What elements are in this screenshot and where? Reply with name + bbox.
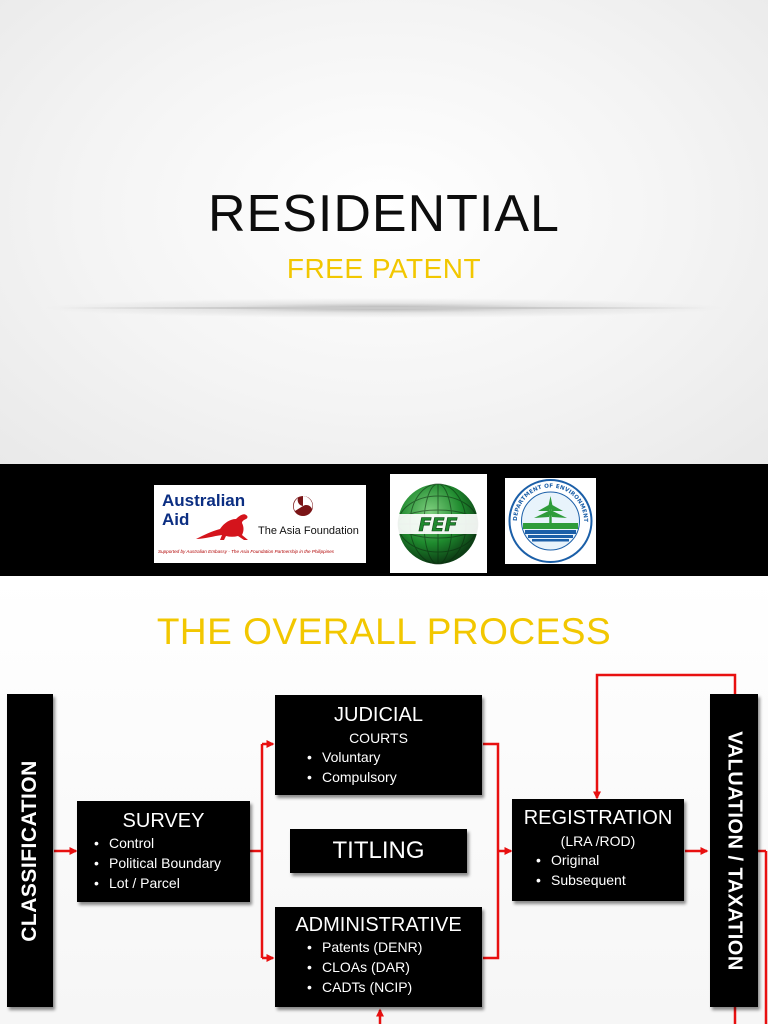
judicial-item: Voluntary [307, 747, 482, 767]
survey-box: SURVEY Control Political Boundary Lot / … [77, 801, 250, 902]
slide-title: RESIDENTIAL [208, 185, 560, 243]
administrative-item: CLOAs (DAR) [307, 957, 482, 977]
supported-by-line: Supported by Australian Embassy - The As… [158, 549, 335, 554]
slide-subtitle: FREE PATENT [286, 253, 482, 284]
asia-foundation-label: The Asia Foundation [258, 525, 359, 537]
connector-judicial-registration [483, 742, 500, 851]
denr-logo: DEPARTMENT OF ENVIRONMENT AND NATURAL RE… [505, 478, 596, 564]
administrative-list: Patents (DENR) CLOAs (DAR) CADTs (NCIP) [307, 937, 482, 997]
survey-title: SURVEY [122, 810, 205, 832]
judicial-title: JUDICIAL [334, 704, 423, 726]
registration-box: REGISTRATION (LRA /ROD) Original Subsequ… [512, 799, 684, 901]
australian-aid-line2: Aid [162, 510, 190, 529]
registration-subtitle: (LRA /ROD) [560, 833, 636, 849]
divider-line [60, 307, 708, 309]
administrative-box: ADMINISTRATIVE Patents (DENR) CLOAs (DAR… [275, 907, 482, 1007]
valuation-label: VALUATION / TAXATION [723, 730, 746, 971]
classification-label: CLASSIFICATION [18, 759, 41, 942]
administrative-item: Patents (DENR) [307, 937, 482, 957]
survey-item: Control [94, 833, 250, 853]
administrative-item: CADTs (NCIP) [307, 977, 482, 997]
titling-box: TITLING [290, 829, 467, 873]
fef-globe-icon: FEF [394, 483, 483, 565]
australian-aid-wordmark: Australian Aid [162, 491, 245, 529]
registration-item: Subsequent [536, 870, 684, 890]
valuation-box: VALUATION / TAXATION [710, 694, 758, 1007]
fef-wordmark: FEF [419, 514, 458, 536]
arrow-valuation-registration-loop [593, 673, 737, 800]
titling-label: TITLING [332, 837, 425, 864]
title-slide [0, 0, 768, 464]
logo-band [0, 464, 768, 576]
registration-list: Original Subsequent [536, 850, 684, 890]
australian-aid-line1: Australian [162, 491, 246, 510]
asia-foundation-emblem-icon [293, 496, 313, 516]
judicial-subtitle: COURTS [349, 730, 408, 746]
connector-administrative-registration [483, 851, 500, 960]
classification-box: CLASSIFICATION [7, 694, 53, 1007]
judicial-box: JUDICIAL COURTS Voluntary Compulsory [275, 695, 482, 795]
denr-seal-icon: DEPARTMENT OF ENVIRONMENT AND NATURAL RE… [505, 478, 593, 563]
survey-item: Political Boundary [94, 853, 250, 873]
judicial-item: Compulsory [307, 767, 482, 787]
fef-logo: FEF [390, 474, 487, 573]
administrative-title: ADMINISTRATIVE [295, 914, 462, 936]
kangaroo-icon [196, 514, 248, 540]
judicial-list: Voluntary Compulsory [307, 747, 482, 787]
survey-item: Lot / Parcel [94, 873, 250, 893]
process-title: THE OVERALL PROCESS [156, 611, 612, 652]
registration-item: Original [536, 850, 684, 870]
australian-aid-logo: Australian Aid The Asia Foundation Suppo… [154, 485, 366, 563]
registration-title: REGISTRATION [523, 807, 673, 829]
survey-list: Control Political Boundary Lot / Parcel [94, 833, 250, 893]
